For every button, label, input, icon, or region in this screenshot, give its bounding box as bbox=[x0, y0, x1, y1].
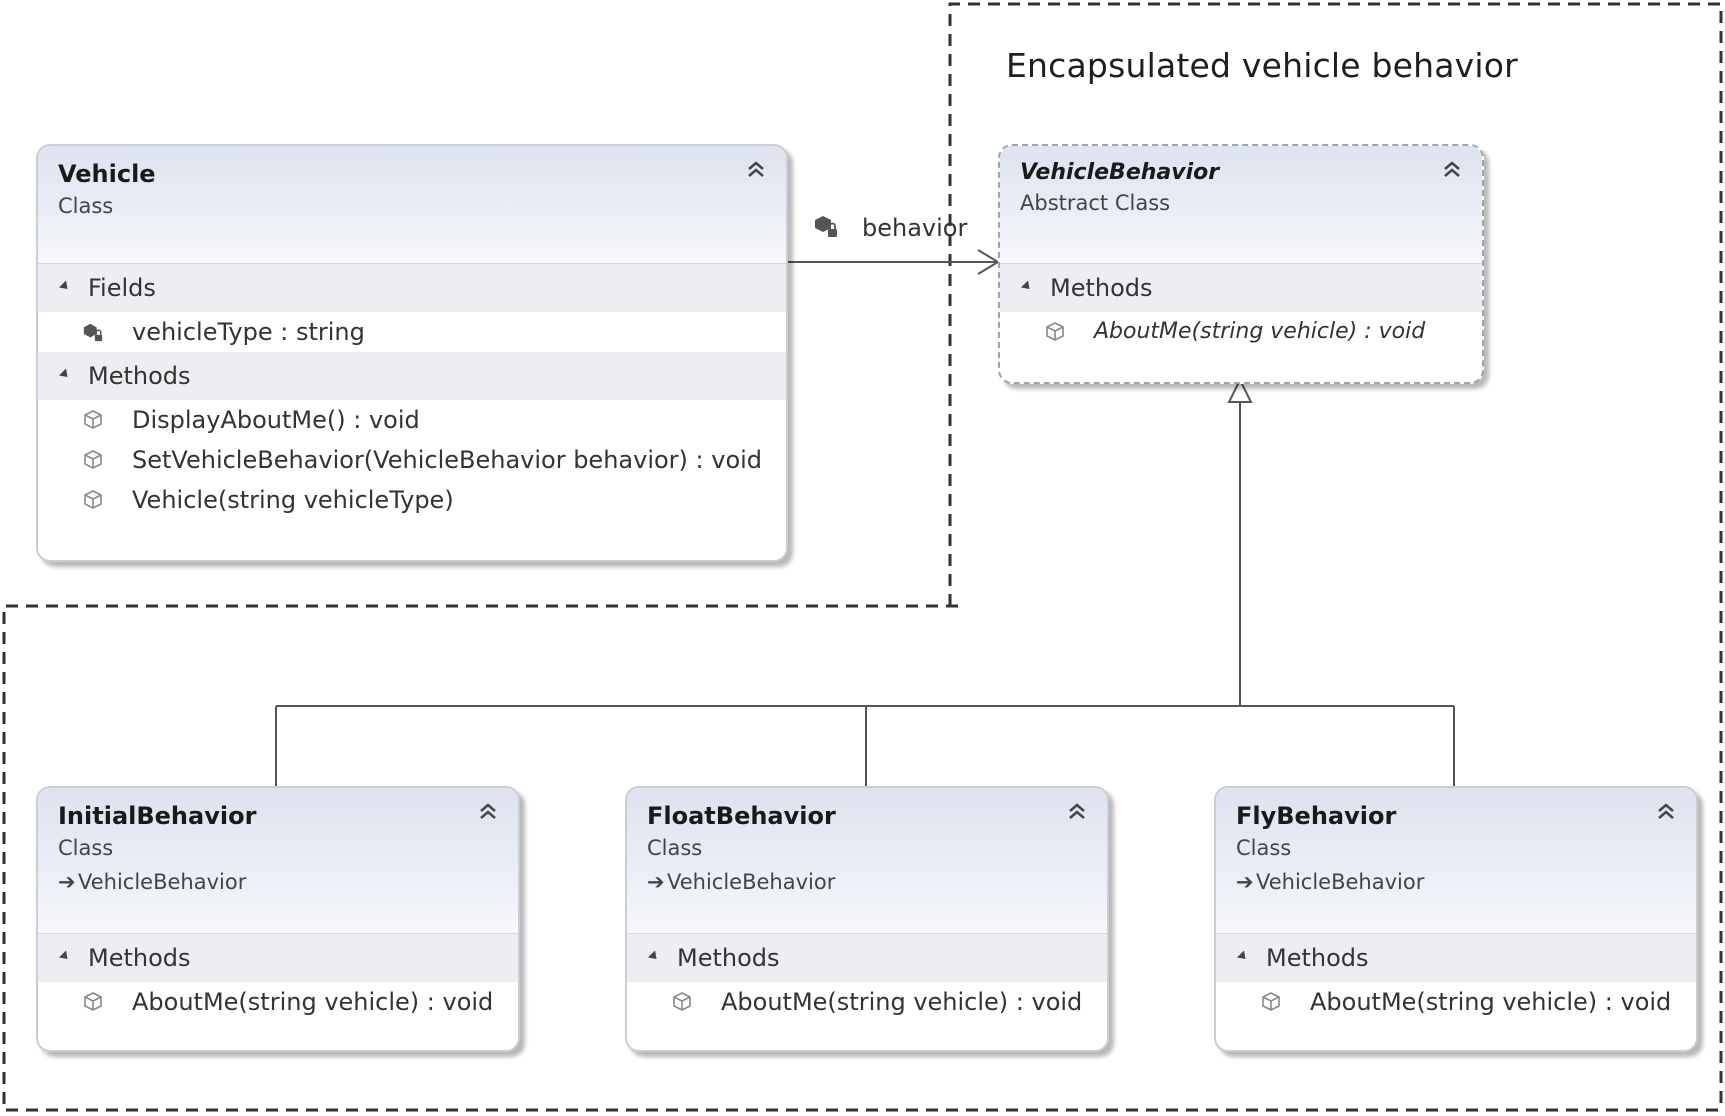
base-class-name: VehicleBehavior bbox=[1256, 870, 1425, 894]
inherits-label: ➔VehicleBehavior bbox=[647, 870, 1107, 894]
private-field-icon bbox=[83, 323, 103, 342]
inherits-label: ➔VehicleBehavior bbox=[1236, 870, 1696, 894]
method-label: AboutMe(string vehicle) : void bbox=[1310, 988, 1672, 1016]
class-float-behavior[interactable]: FloatBehavior Class ➔VehicleBehavior Met… bbox=[625, 786, 1109, 1052]
section-label: Methods bbox=[88, 944, 191, 972]
class-vehicle-behavior[interactable]: VehicleBehavior Abstract Class Methods A… bbox=[998, 144, 1484, 384]
method-item[interactable]: AboutMe(string vehicle) : void bbox=[38, 982, 518, 1022]
collapse-icon[interactable] bbox=[476, 800, 500, 824]
method-cube-icon bbox=[84, 450, 102, 469]
method-item[interactable]: Vehicle(string vehicleType) bbox=[38, 480, 786, 520]
collapse-icon[interactable] bbox=[744, 158, 768, 182]
inherits-arrow-icon: ➔ bbox=[1236, 870, 1254, 894]
inherits-arrow-icon: ➔ bbox=[647, 870, 665, 894]
expand-triangle-icon bbox=[1236, 949, 1250, 963]
inherits-arrow-icon: ➔ bbox=[58, 870, 76, 894]
class-header: FloatBehavior Class ➔VehicleBehavior bbox=[627, 788, 1107, 934]
base-class-name: VehicleBehavior bbox=[667, 870, 836, 894]
collapse-icon[interactable] bbox=[1065, 800, 1089, 824]
private-field-icon bbox=[815, 216, 837, 237]
class-name: Vehicle bbox=[58, 160, 156, 188]
fields-section-header[interactable]: Fields bbox=[38, 264, 786, 312]
section-label: Methods bbox=[1266, 944, 1369, 972]
class-kind: Class bbox=[1236, 836, 1292, 860]
class-fly-behavior[interactable]: FlyBehavior Class ➔VehicleBehavior Metho… bbox=[1214, 786, 1698, 1052]
method-cube-icon bbox=[84, 992, 102, 1011]
method-cube-icon bbox=[1262, 992, 1280, 1011]
method-item[interactable]: SetVehicleBehavior(VehicleBehavior behav… bbox=[38, 440, 786, 480]
expand-triangle-icon bbox=[58, 279, 72, 293]
inheritance-arrowhead bbox=[1227, 377, 1253, 403]
method-label: SetVehicleBehavior(VehicleBehavior behav… bbox=[132, 446, 763, 474]
field-item[interactable]: vehicleType : string bbox=[38, 312, 786, 352]
expand-triangle-icon bbox=[1020, 279, 1034, 293]
methods-section-header[interactable]: Methods bbox=[38, 934, 518, 982]
method-cube-icon bbox=[84, 410, 102, 429]
method-item[interactable]: DisplayAboutMe() : void bbox=[38, 400, 786, 440]
class-name: FlyBehavior bbox=[1236, 802, 1397, 830]
expand-triangle-icon bbox=[58, 949, 72, 963]
method-label: AboutMe(string vehicle) : void bbox=[132, 988, 494, 1016]
class-header: VehicleBehavior Abstract Class bbox=[1000, 146, 1482, 264]
method-item[interactable]: AboutMe(string vehicle) : void bbox=[627, 982, 1107, 1022]
methods-section-header[interactable]: Methods bbox=[1216, 934, 1696, 982]
method-label: DisplayAboutMe() : void bbox=[132, 406, 420, 434]
region-title: Encapsulated vehicle behavior bbox=[1006, 46, 1518, 85]
class-initial-behavior[interactable]: InitialBehavior Class ➔VehicleBehavior M… bbox=[36, 786, 520, 1052]
field-label: vehicleType : string bbox=[132, 318, 365, 346]
class-kind: Class bbox=[647, 836, 703, 860]
region-border-upper bbox=[948, 2, 1723, 1110]
method-cube-icon bbox=[1046, 322, 1064, 341]
methods-section-header[interactable]: Methods bbox=[627, 934, 1107, 982]
expand-triangle-icon bbox=[647, 949, 661, 963]
collapse-icon[interactable] bbox=[1440, 158, 1464, 182]
class-vehicle[interactable]: Vehicle Class Fields vehicleType : strin… bbox=[36, 144, 788, 562]
collapse-icon[interactable] bbox=[1654, 800, 1678, 824]
section-label: Methods bbox=[1050, 274, 1153, 302]
method-label: AboutMe(string vehicle) : void bbox=[1094, 319, 1426, 344]
section-label: Methods bbox=[677, 944, 780, 972]
class-header: FlyBehavior Class ➔VehicleBehavior bbox=[1216, 788, 1696, 934]
class-name: InitialBehavior bbox=[58, 802, 257, 830]
methods-section-header[interactable]: Methods bbox=[38, 352, 786, 400]
class-name: FloatBehavior bbox=[647, 802, 836, 830]
section-label: Fields bbox=[88, 274, 156, 302]
base-class-name: VehicleBehavior bbox=[78, 870, 247, 894]
class-kind: Abstract Class bbox=[1020, 191, 1171, 215]
method-cube-icon bbox=[673, 992, 691, 1011]
methods-section-header[interactable]: Methods bbox=[1000, 264, 1482, 312]
inherits-label: ➔VehicleBehavior bbox=[58, 870, 518, 894]
method-cube-icon bbox=[84, 490, 102, 509]
association-label: behavior bbox=[862, 214, 968, 242]
region-border-lower bbox=[2, 604, 1721, 1112]
method-item[interactable]: AboutMe(string vehicle) : void bbox=[1216, 982, 1696, 1022]
expand-triangle-icon bbox=[58, 367, 72, 381]
class-name: VehicleBehavior bbox=[1020, 160, 1220, 185]
class-header: InitialBehavior Class ➔VehicleBehavior bbox=[38, 788, 518, 934]
class-kind: Class bbox=[58, 194, 114, 218]
class-kind: Class bbox=[58, 836, 114, 860]
method-label: AboutMe(string vehicle) : void bbox=[721, 988, 1083, 1016]
class-header: Vehicle Class bbox=[38, 146, 786, 264]
section-label: Methods bbox=[88, 362, 191, 390]
method-item[interactable]: AboutMe(string vehicle) : void bbox=[1000, 312, 1482, 352]
method-label: Vehicle(string vehicleType) bbox=[132, 486, 454, 514]
